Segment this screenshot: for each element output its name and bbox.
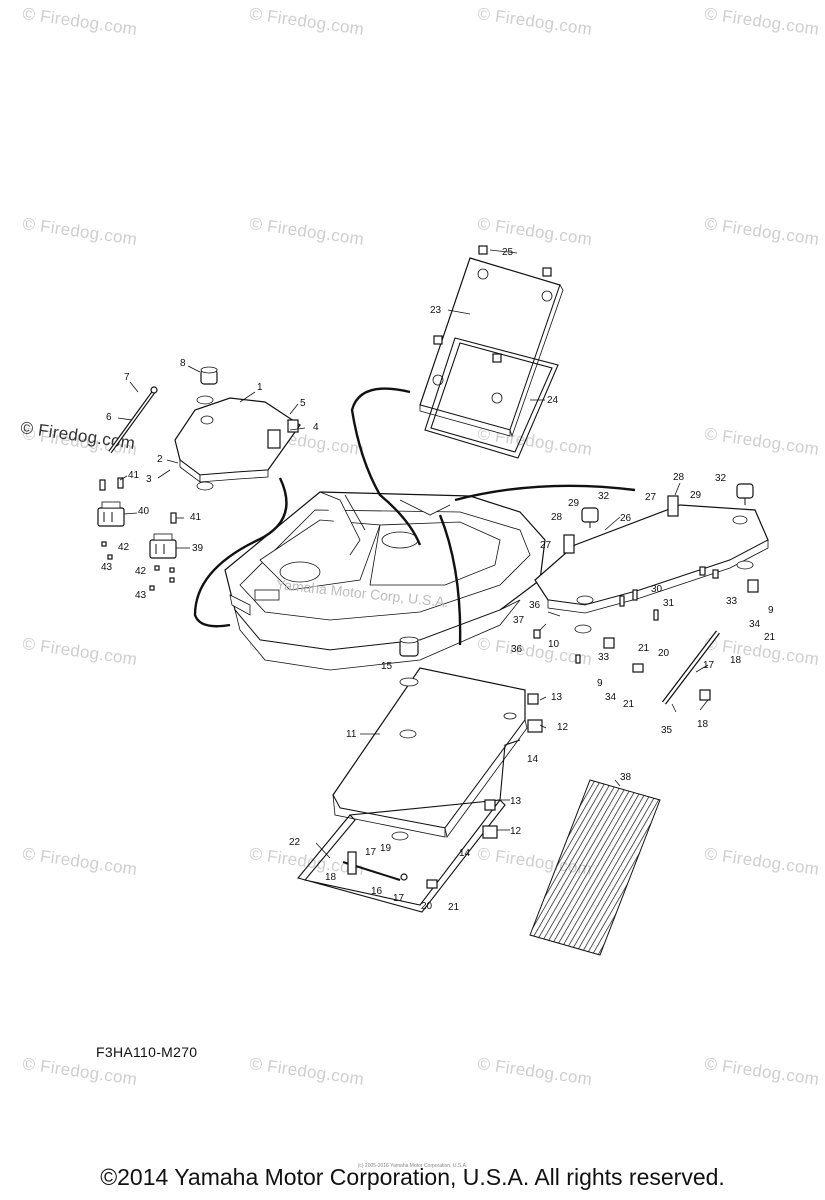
hatch-lid-23 (419, 245, 564, 438)
boat-hull (224, 491, 546, 671)
callout-21: 21 (638, 643, 650, 654)
cable-a (350, 387, 422, 546)
drain-plug-32a (581, 507, 599, 528)
hinge-hardware (342, 663, 644, 889)
callout-41: 41 (128, 470, 140, 481)
storage-lid-11 (332, 667, 528, 841)
callout-26: 26 (620, 513, 632, 524)
callout-29: 29 (690, 490, 702, 501)
callout-17: 17 (365, 847, 377, 858)
callout-13: 13 (551, 692, 563, 703)
callout-34: 34 (749, 619, 761, 630)
latch-40 (97, 501, 125, 527)
gasket-22 (297, 739, 521, 913)
callout-28: 28 (551, 512, 563, 523)
callout-22: 22 (289, 837, 301, 848)
copyright-small: (c) 2005-2016 Yamaha Motor Corporation, … (357, 1163, 468, 1169)
drain-plug-32b (736, 483, 754, 505)
callout-20: 20 (658, 648, 670, 659)
callout-39: 39 (192, 543, 204, 554)
callout-36: 36 (529, 600, 541, 611)
callout-12: 12 (510, 826, 522, 837)
callout-34: 34 (605, 692, 617, 703)
callout-27: 27 (645, 492, 657, 503)
callout-2: 2 (157, 454, 163, 465)
callout-17: 17 (393, 893, 405, 904)
screws-41 (99, 477, 177, 591)
hatch-gasket-24 (424, 337, 559, 459)
callout-21: 21 (764, 632, 776, 643)
support-rod-6 (108, 386, 158, 454)
callout-25: 25 (502, 247, 514, 258)
cable-c (454, 484, 636, 502)
copyright-notice: ©2014 Yamaha Motor Corporation, U.S.A. A… (100, 1164, 725, 1190)
side-lid-26 (534, 495, 769, 634)
callout-21: 21 (448, 902, 460, 913)
callout-21: 21 (623, 699, 635, 710)
callout-18: 18 (730, 655, 742, 666)
gas-strut-35 (662, 630, 720, 705)
callout-8: 8 (180, 358, 186, 369)
callout-35: 35 (661, 725, 673, 736)
diagram-code: F3HA110-M270 (96, 1044, 198, 1060)
callout-12: 12 (557, 722, 569, 733)
callout-17: 17 (703, 660, 715, 671)
callout-36: 36 (511, 644, 523, 655)
callout-4: 4 (313, 422, 319, 433)
callout-24: 24 (547, 395, 559, 406)
callout-1: 1 (257, 382, 263, 393)
callout-33: 33 (726, 596, 738, 607)
callout-13: 13 (510, 796, 522, 807)
callout-3: 3 (146, 474, 152, 485)
callout-42: 42 (118, 542, 130, 553)
callout-28: 28 (673, 472, 685, 483)
hardware-under-26 (533, 566, 759, 664)
mat-38 (529, 779, 661, 956)
callout-7: 7 (124, 372, 130, 383)
callout-40: 40 (138, 506, 150, 517)
callout-20: 20 (421, 901, 433, 912)
callout-23: 23 (430, 305, 442, 316)
callout-9: 9 (768, 605, 774, 616)
callout-43: 43 (101, 562, 113, 573)
latch-39 (149, 533, 177, 559)
callout-27: 27 (540, 540, 552, 551)
callout-32: 32 (598, 491, 610, 502)
callout-30: 30 (651, 584, 663, 595)
callout-9: 9 (597, 678, 603, 689)
callout-14: 14 (527, 754, 539, 765)
cable-d (193, 477, 288, 628)
callout-32: 32 (715, 473, 727, 484)
callout-42: 42 (135, 566, 147, 577)
callout-6: 6 (106, 412, 112, 423)
leader-lines (117, 249, 709, 859)
callout-18: 18 (697, 719, 709, 730)
callout-31: 31 (663, 598, 675, 609)
callout-layer: 1234567899101112121313141415161717171818… (101, 247, 776, 913)
callout-38: 38 (620, 772, 632, 783)
storage-lid-1 (174, 397, 301, 491)
cable-b (438, 514, 462, 646)
callout-41: 41 (190, 512, 202, 523)
callout-29: 29 (568, 498, 580, 509)
callout-15: 15 (381, 661, 393, 672)
callout-43: 43 (135, 590, 147, 601)
callout-37: 37 (513, 615, 525, 626)
callout-10: 10 (548, 639, 560, 650)
callout-14: 14 (459, 848, 471, 859)
callout-18: 18 (325, 872, 337, 883)
drain-plug-15 (399, 636, 419, 687)
callout-16: 16 (371, 886, 383, 897)
callout-19: 19 (380, 843, 392, 854)
callout-11: 11 (346, 729, 357, 740)
drain-plug-8 (196, 366, 218, 405)
callout-5: 5 (300, 398, 306, 409)
callout-33: 33 (598, 652, 610, 663)
